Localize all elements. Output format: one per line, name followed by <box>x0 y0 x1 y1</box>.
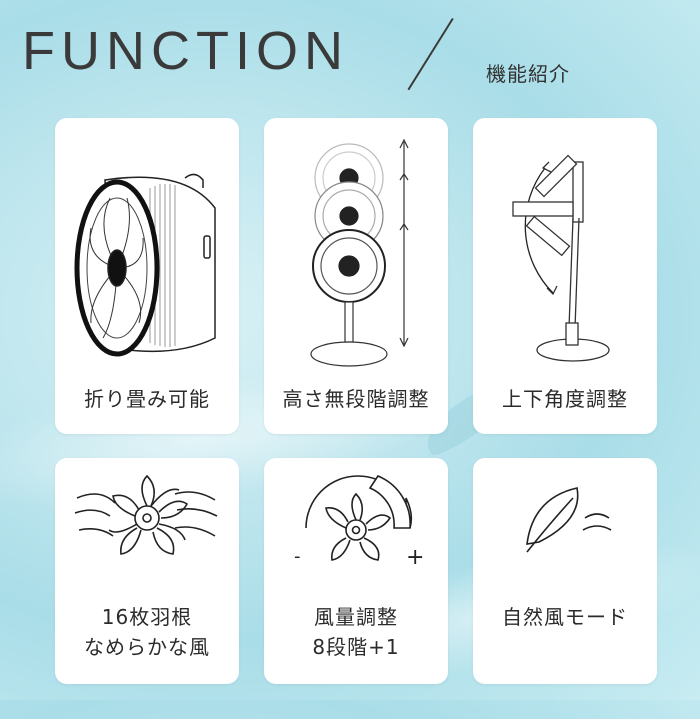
height-adjust-fan-icon <box>310 138 409 367</box>
feature-card-folding: 折り畳み可能 <box>55 118 239 434</box>
feature-card-natural-wind: 自然風モード <box>473 458 657 684</box>
wind-volume-dial-icon: - + <box>294 475 424 570</box>
feature-card-height: 高さ無段階調整 <box>264 118 448 434</box>
title-divider <box>407 18 454 91</box>
feature-card-blades: 16枚羽根 なめらかな風 <box>55 458 239 684</box>
feature-card-wind-volume: - + 風量調整 8段階+1 <box>264 458 448 684</box>
feature-label: 高さ無段階調整 <box>282 387 430 411</box>
feature-label: 風量調整 8段階+1 <box>312 605 400 659</box>
tilt-angle-fan-icon <box>512 154 610 362</box>
increase-symbol: + <box>406 545 424 570</box>
feature-label: 上下角度調整 <box>502 387 628 411</box>
page-subtitle: 機能紹介 <box>486 62 570 86</box>
feature-label: 折り畳み可能 <box>84 387 210 411</box>
sixteen-blade-wind-icon <box>74 474 218 555</box>
feature-label: 16枚羽根 なめらかな風 <box>84 605 210 659</box>
natural-wind-leaf-icon <box>526 487 612 553</box>
page-title: FUNCTION <box>22 21 349 81</box>
decrease-symbol: - <box>294 546 301 567</box>
folding-fan-icon <box>74 173 216 357</box>
feature-label: 自然風モード <box>502 605 628 629</box>
feature-card-tilt: 上下角度調整 <box>473 118 657 434</box>
